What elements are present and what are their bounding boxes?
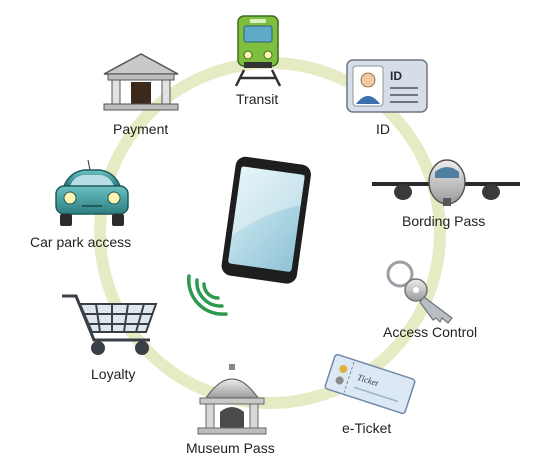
id-card-icon: ID [346, 59, 428, 113]
museum-icon [197, 364, 267, 435]
car-icon [55, 159, 129, 226]
label-boarding-pass: Bording Pass [402, 213, 486, 229]
svg-text:◎◎: ◎◎ [246, 174, 256, 181]
label-car-park-access: Car park access [30, 234, 132, 250]
airplane-icon [372, 159, 520, 206]
shopping-cart-icon [62, 294, 158, 355]
label-transit: Transit [236, 91, 279, 107]
key-icon [386, 260, 453, 324]
bank-icon [103, 53, 179, 111]
ticket-icon: Ticket [324, 353, 416, 415]
nfc-waves-icon [187, 274, 228, 316]
label-loyalty: Loyalty [91, 366, 136, 382]
label-eticket: e-Ticket [342, 420, 392, 436]
id-card-text: ID [390, 69, 402, 83]
label-museum-pass: Museum Pass [186, 440, 275, 456]
smartphone-icon: ◎◎ [221, 156, 311, 284]
label-access-control: Access Control [383, 324, 478, 340]
label-id: ID [376, 121, 390, 137]
train-icon [234, 15, 282, 87]
label-payment: Payment [113, 121, 169, 137]
